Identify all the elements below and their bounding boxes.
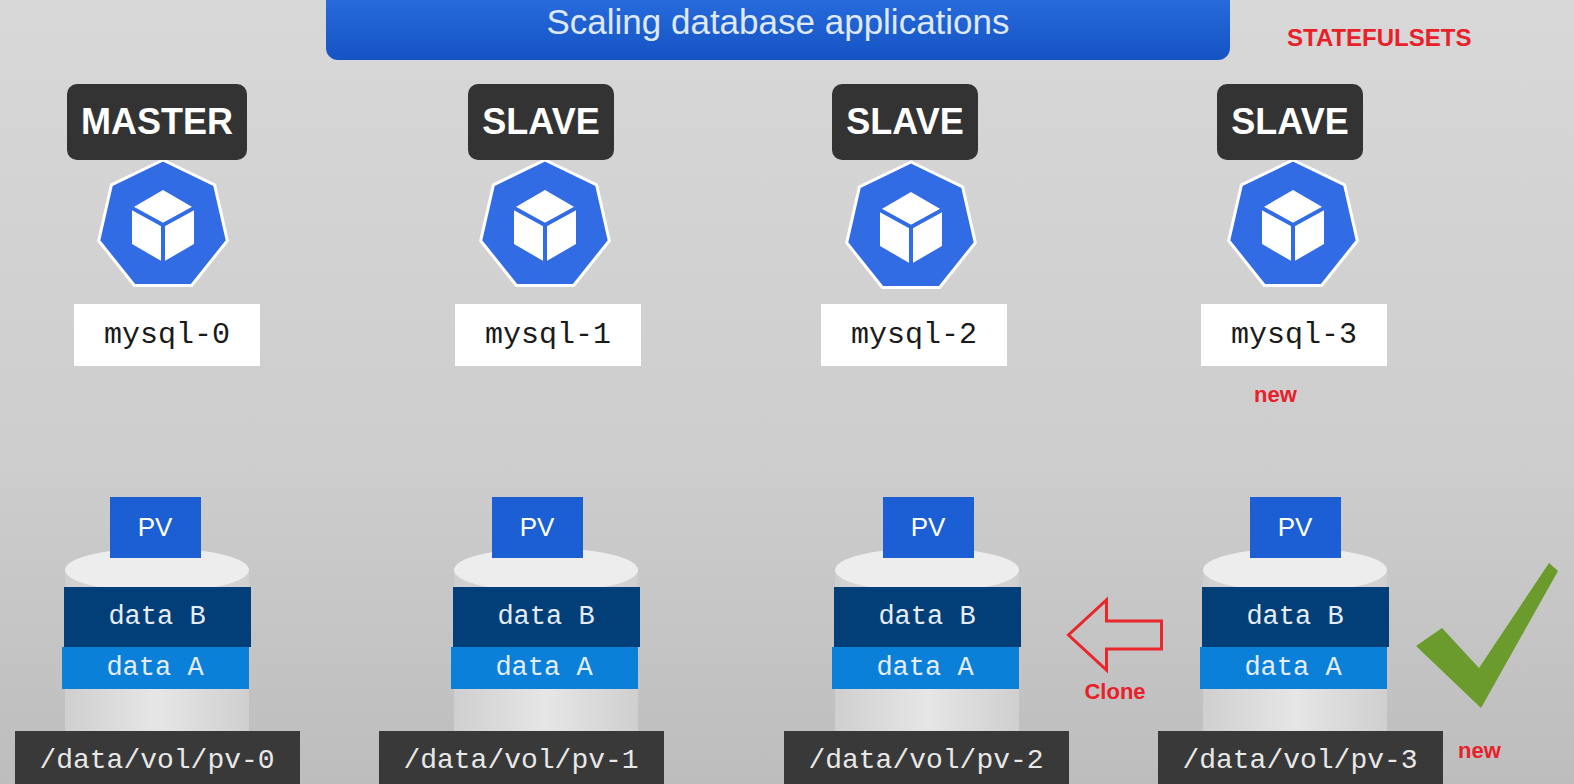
node-text: /data/vol/pv-2 — [808, 745, 1043, 776]
node-text: SLAVE — [1231, 101, 1348, 143]
volume-path-box: /data/vol/pv-0 — [15, 731, 300, 784]
new-marker: new — [1254, 382, 1297, 408]
node-text: PV — [911, 512, 946, 543]
edge-label: Clone — [1084, 679, 1145, 705]
data-band: data A — [1200, 647, 1387, 689]
pv-box: PV — [492, 497, 583, 558]
node-text: data A — [1244, 653, 1341, 683]
node-text: PV — [1278, 512, 1313, 543]
node-text: mysql-0 — [104, 318, 230, 352]
role-box: SLAVE — [468, 84, 614, 160]
node-text: PV — [520, 512, 555, 543]
node-text: /data/vol/pv-3 — [1182, 745, 1417, 776]
role-box: MASTER — [67, 84, 247, 160]
node-text: data A — [495, 653, 592, 683]
node-text: MASTER — [81, 101, 233, 143]
node-text: mysql-2 — [851, 318, 977, 352]
pod-name-box: mysql-1 — [455, 304, 641, 366]
node-text: PV — [138, 512, 173, 543]
data-band: data A — [62, 647, 249, 689]
data-band: data A — [832, 647, 1019, 689]
pv-box: PV — [1250, 497, 1341, 558]
role-box: SLAVE — [832, 84, 978, 160]
new-marker: new — [1458, 738, 1501, 764]
node-text: /data/vol/pv-0 — [39, 745, 274, 776]
volume-path-box: /data/vol/pv-1 — [379, 731, 664, 784]
node-text: mysql-1 — [485, 318, 611, 352]
title: Scaling database applications — [326, 2, 1230, 42]
check-mark — [1416, 563, 1558, 708]
node-text: data B — [1246, 602, 1343, 632]
node-text: data B — [878, 602, 975, 632]
volume-path-box: /data/vol/pv-3 — [1158, 731, 1443, 784]
title-banner — [326, 0, 1230, 60]
node-text: /data/vol/pv-1 — [403, 745, 638, 776]
data-band: data B — [834, 587, 1021, 647]
pv-box: PV — [110, 497, 201, 558]
role-box: SLAVE — [1217, 84, 1363, 160]
pod-icon — [481, 160, 610, 286]
node-text: SLAVE — [846, 101, 963, 143]
pod-name-box: mysql-3 — [1201, 304, 1387, 366]
volume-path-box: /data/vol/pv-2 — [784, 731, 1069, 784]
node-text: data B — [108, 602, 205, 632]
data-band: data B — [64, 587, 251, 647]
pod-icon — [1229, 160, 1358, 286]
data-band: data B — [1202, 587, 1389, 647]
node-text: data A — [876, 653, 973, 683]
pod-icon — [99, 160, 228, 286]
node-text: data B — [497, 602, 594, 632]
clone-arrow — [1069, 600, 1162, 670]
node-text: mysql-3 — [1231, 318, 1357, 352]
node-text: data A — [106, 653, 203, 683]
node-text: SLAVE — [482, 101, 599, 143]
heading-tag: STATEFULSETS — [1287, 24, 1471, 52]
data-band: data A — [451, 647, 638, 689]
pod-icon — [847, 162, 976, 288]
data-band: data B — [453, 587, 640, 647]
pod-name-box: mysql-0 — [74, 304, 260, 366]
pv-box: PV — [883, 497, 974, 558]
pod-name-box: mysql-2 — [821, 304, 1007, 366]
